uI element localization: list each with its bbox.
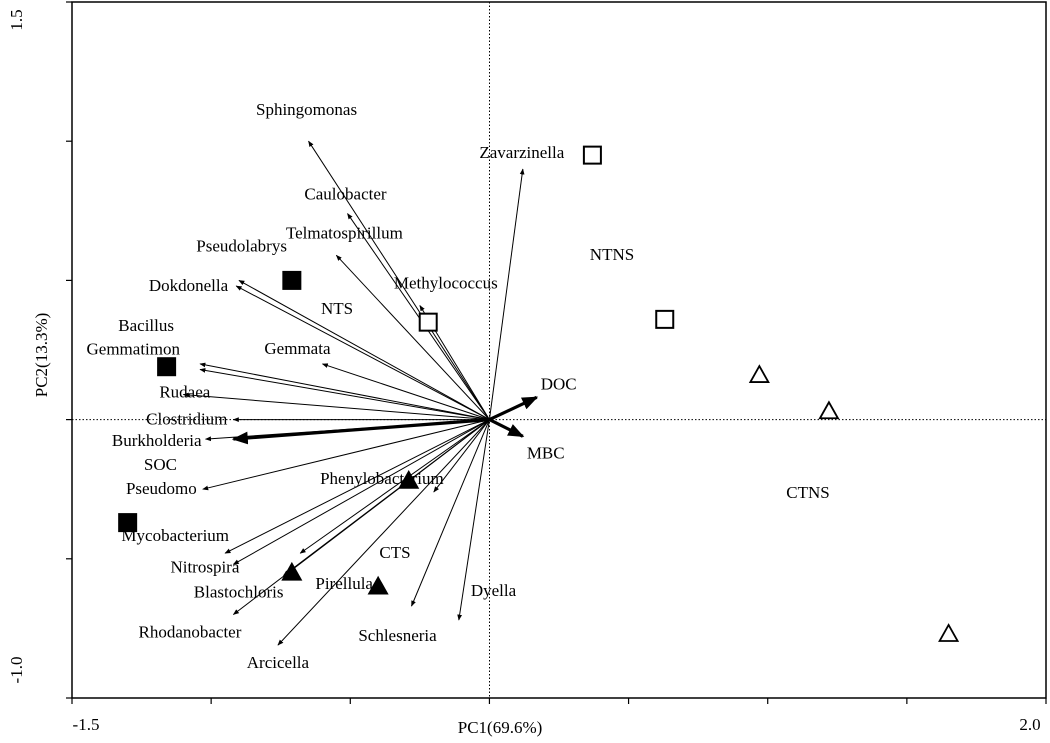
- vector-arcicella: [277, 419, 490, 646]
- vector-dokdonella: [235, 285, 490, 421]
- point-open-square: [582, 145, 602, 165]
- vector-label-sphingomonas: Sphingomonas: [256, 100, 357, 119]
- vector-label-mbc: MBC: [527, 443, 565, 462]
- vector-nitrospira: [232, 419, 490, 565]
- vector-labels: SphingomonasCaulobacterTelmatospirillumM…: [87, 100, 577, 672]
- vector-gemmatimon: [199, 368, 490, 421]
- vector-label-nitrospira: Nitrospira: [170, 557, 239, 576]
- point-open-triangle: [938, 623, 960, 642]
- loading-vectors: [182, 140, 539, 646]
- vector-pseudolabrys: [238, 279, 490, 421]
- y-tick-label-max: 1.5: [7, 9, 26, 30]
- x-tick-label-max: 2.0: [1019, 715, 1040, 734]
- vector-label-dyella: Dyella: [471, 581, 517, 600]
- vector-label-zavarzinella: Zavarzinella: [479, 143, 564, 162]
- vector-caulobacter: [347, 213, 490, 420]
- vector-label-gemmata: Gemmata: [264, 339, 331, 358]
- vector-label-dokdonella: Dokdonella: [149, 276, 229, 295]
- x-axis-title: PC1(69.6%): [458, 718, 543, 737]
- group-label-nts: NTS: [321, 299, 353, 318]
- point-open-triangle: [818, 400, 840, 420]
- vector-rudaea: [182, 392, 490, 421]
- vector-phenylobacterium: [433, 419, 490, 493]
- vector-label-schlesneria: Schlesneria: [358, 626, 437, 645]
- point-filled-square: [118, 513, 138, 533]
- group-label-ntns: NTNS: [590, 245, 634, 264]
- vector-label-pseudolabrys: Pseudolabrys: [196, 236, 287, 255]
- vector-label-rudaea: Rudaea: [159, 383, 210, 402]
- axis-ticks: [66, 1, 1047, 704]
- point-filled-triangle: [367, 575, 389, 595]
- vector-label-methylococcus: Methylococcus: [394, 273, 498, 292]
- vector-zavarzinella: [488, 168, 525, 420]
- vector-label-arcicella: Arcicella: [247, 653, 310, 672]
- vector-pseudomo: [202, 419, 490, 491]
- vector-dyella: [457, 419, 490, 621]
- vector-pirellula: [299, 419, 490, 554]
- vector-label-phenylobacterium: Phenylobacterium: [320, 469, 444, 488]
- point-filled-triangle: [398, 470, 420, 489]
- vector-doc: [488, 395, 539, 422]
- group-label-cts: CTS: [379, 543, 410, 562]
- vector-label-pirellula: Pirellula: [315, 574, 373, 593]
- x-tick-label-min: -1.5: [73, 715, 100, 734]
- vector-telmatospirillum: [335, 254, 490, 420]
- point-filled-triangle: [281, 561, 303, 581]
- vector-label-rhodanobacter: Rhodanobacter: [138, 622, 241, 641]
- vector-gemmata: [321, 363, 490, 421]
- vector-label-soc: SOC: [144, 455, 177, 474]
- vector-sphingomonas: [308, 140, 490, 420]
- vector-label-clostridium: Clostridium: [146, 410, 227, 429]
- vector-schlesneria: [411, 419, 490, 607]
- vector-label-burkholderia: Burkholderia: [112, 431, 202, 450]
- vector-label-telmatospirillum: Telmatospirillum: [286, 223, 403, 242]
- vector-label-doc: DOC: [541, 374, 577, 393]
- point-filled-square: [157, 357, 177, 377]
- group-label-ctns: CTNS: [786, 483, 829, 502]
- plot-frame: [71, 1, 1047, 699]
- y-axis-title: PC2(13.3%): [32, 313, 51, 398]
- vector-soc: [231, 418, 490, 445]
- vector-rhodanobacter: [232, 419, 490, 615]
- vector-mycobacterium: [224, 419, 490, 554]
- vector-label-caulobacter: Caulobacter: [304, 185, 386, 204]
- point-open-triangle: [748, 364, 770, 383]
- vector-label-mycobacterium: Mycobacterium: [121, 526, 229, 545]
- vector-label-gemmatimon: Gemmatimon: [87, 339, 181, 358]
- point-open-square: [418, 312, 438, 332]
- point-filled-square: [282, 270, 302, 290]
- vector-label-blastochloris: Blastochloris: [194, 583, 284, 602]
- vector-mbc: [488, 418, 525, 438]
- vector-label-bacillus: Bacillus: [118, 316, 174, 335]
- sample-points: [118, 145, 960, 642]
- vector-bacillus: [199, 362, 490, 421]
- point-open-square: [655, 309, 675, 329]
- vector-label-pseudomo: Pseudomo: [126, 479, 197, 498]
- y-tick-label-min: -1.0: [7, 657, 26, 684]
